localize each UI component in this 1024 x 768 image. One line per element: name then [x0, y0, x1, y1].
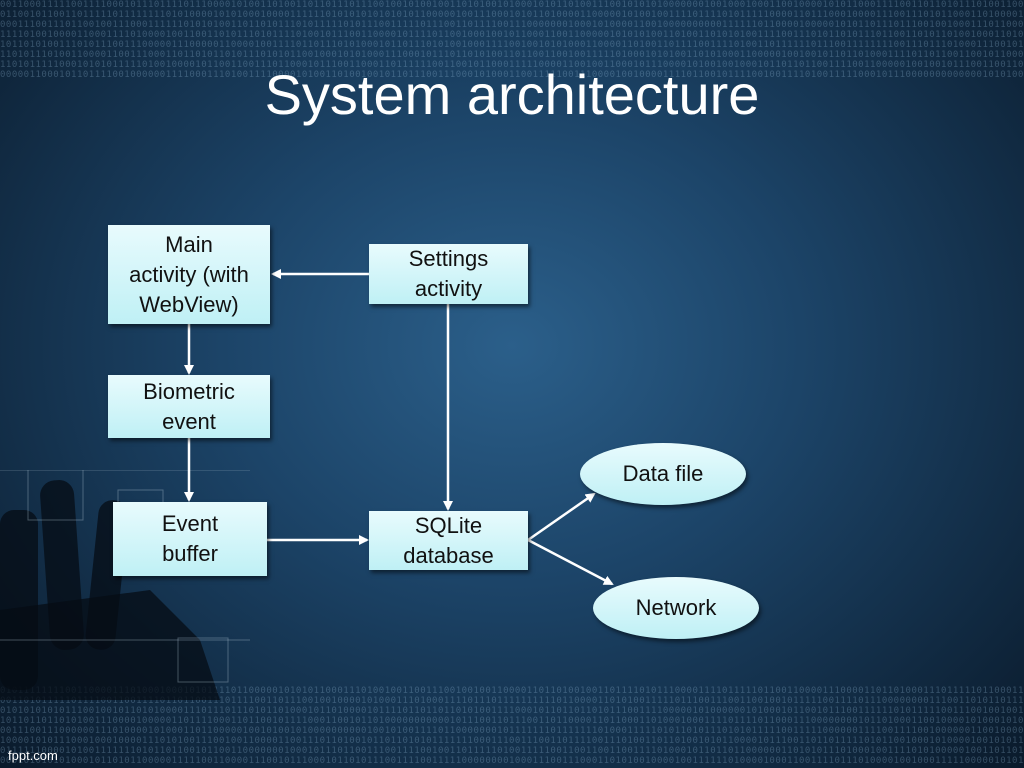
main-activity-label: Main activity (with WebView) — [129, 231, 249, 317]
data-file-label: Data file — [622, 461, 704, 486]
binary-pattern-top: 0011000111110011110001011101111011100001… — [0, 0, 1024, 80]
event-buffer-label: Event buffer — [161, 511, 219, 566]
biometric-event-label: Biometric event — [143, 378, 235, 434]
footer-brand: fppt.com — [8, 748, 58, 763]
slide-title: System architecture — [264, 63, 760, 126]
arrow-sqlite-to-network — [527, 538, 614, 586]
biometric-event-node: Biometric event — [108, 375, 270, 438]
data-file-node: Data file — [580, 443, 746, 505]
network-node: Network — [593, 577, 759, 639]
sqlite-database-label: SQLite database — [403, 512, 494, 568]
settings-activity-label: Settings activity — [408, 246, 489, 301]
binary-pattern-bottom: 0101111111100110000111010001000101011110… — [0, 686, 1024, 766]
sqlite-database-node: SQLite database — [369, 511, 528, 570]
main-activity-node: Main activity (with WebView) — [108, 225, 270, 324]
arrow-sqlite-to-datafile — [527, 492, 596, 542]
settings-activity-node: Settings activity — [369, 244, 528, 304]
network-label: Network — [635, 595, 717, 620]
event-buffer-node: Event buffer — [113, 502, 267, 576]
hand-silhouette-decoration — [0, 470, 250, 700]
